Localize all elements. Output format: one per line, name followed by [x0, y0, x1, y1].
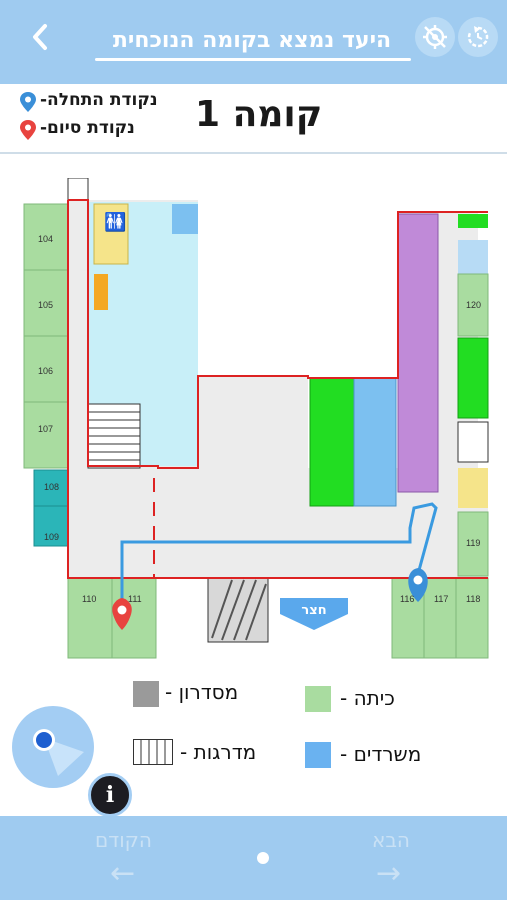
map-green-east[interactable]: [457, 337, 489, 419]
room-110[interactable]: [67, 577, 113, 659]
refresh-button[interactable]: [458, 17, 498, 57]
legend-offices: משרדים -: [340, 742, 422, 766]
back-button[interactable]: [24, 22, 58, 58]
map-east-office: [458, 240, 488, 274]
route-path: [120, 502, 438, 610]
navigation-icon: [33, 729, 84, 776]
legend-stairs: מדרגות -: [180, 740, 257, 764]
title-underline: [95, 58, 411, 61]
legend-corridor: מסדרון -: [165, 680, 239, 704]
legend-stairs-swatch: [133, 739, 173, 765]
map-office-block[interactable]: [353, 377, 397, 507]
room-label: 116: [400, 594, 414, 604]
map-small-office: [172, 204, 198, 234]
prev-button[interactable]: הקודם: [95, 828, 152, 852]
room-label: 118: [466, 594, 480, 604]
bottom-nav: [0, 816, 507, 900]
room-label: 117: [434, 594, 448, 604]
chevron-left-icon: [33, 24, 47, 50]
room-120[interactable]: [457, 273, 489, 337]
room-label: 109: [44, 532, 59, 542]
room-107[interactable]: [23, 401, 69, 469]
map-hall: [198, 376, 308, 476]
legend-classroom: כיתה -: [340, 686, 395, 710]
start-point-label: נקודת התחלה-: [40, 90, 158, 110]
room-119[interactable]: [457, 511, 489, 577]
next-button[interactable]: הבא: [372, 828, 410, 852]
stairs-top[interactable]: [67, 178, 89, 201]
room-118[interactable]: [455, 577, 489, 659]
legend-classroom-swatch: [305, 686, 331, 712]
map-green-east-top: [458, 214, 488, 228]
floor-map[interactable]: 🚻: [22, 178, 490, 660]
refresh-icon: [467, 26, 489, 48]
exit-label: חצר: [301, 603, 326, 618]
stairs-east[interactable]: [457, 421, 489, 463]
map-green-block[interactable]: [309, 377, 355, 507]
start-pin-icon: [20, 92, 36, 112]
room-label: 106: [38, 366, 53, 376]
map-end-pin: [112, 598, 132, 630]
page-title: היעד נמצא בקומה הנוכחית: [112, 28, 392, 53]
end-point-label: נקודת סיום-: [40, 118, 135, 138]
room-label: 119: [466, 538, 480, 548]
legend-office-swatch: [305, 742, 331, 768]
map-utility: [94, 274, 108, 310]
info-button[interactable]: i: [88, 773, 132, 817]
floor-title: קומה 1: [195, 94, 323, 135]
page-indicator: [257, 852, 269, 864]
room-label: 120: [466, 300, 481, 310]
stairs-south[interactable]: [207, 577, 269, 643]
floor-header: [0, 84, 507, 154]
legend-corridor-swatch: [133, 681, 159, 707]
end-pin-icon: [20, 120, 36, 140]
room-109[interactable]: [33, 505, 69, 547]
exit-arrow[interactable]: [280, 598, 348, 630]
my-location-button[interactable]: [12, 706, 94, 788]
map-start-pin: [408, 568, 428, 602]
info-icon: i: [105, 782, 115, 808]
location-off-icon: [423, 25, 447, 49]
room-label: 111: [128, 594, 142, 604]
room-117[interactable]: [423, 577, 457, 659]
restroom[interactable]: [93, 203, 129, 265]
room-105[interactable]: [23, 269, 69, 337]
room-104[interactable]: [23, 203, 69, 271]
arrow-right-icon[interactable]: →: [376, 856, 402, 891]
map-yellow-east: [458, 468, 488, 508]
room-label: 110: [82, 594, 96, 604]
room-label: 105: [38, 300, 53, 310]
room-label: 104: [38, 234, 53, 244]
room-label: 107: [38, 424, 53, 434]
map-purple-block[interactable]: [397, 213, 439, 493]
arrow-left-icon[interactable]: ←: [110, 856, 136, 891]
location-off-button[interactable]: [415, 17, 455, 57]
svg-text:🚻: 🚻: [104, 211, 126, 233]
room-label: 108: [44, 482, 59, 492]
